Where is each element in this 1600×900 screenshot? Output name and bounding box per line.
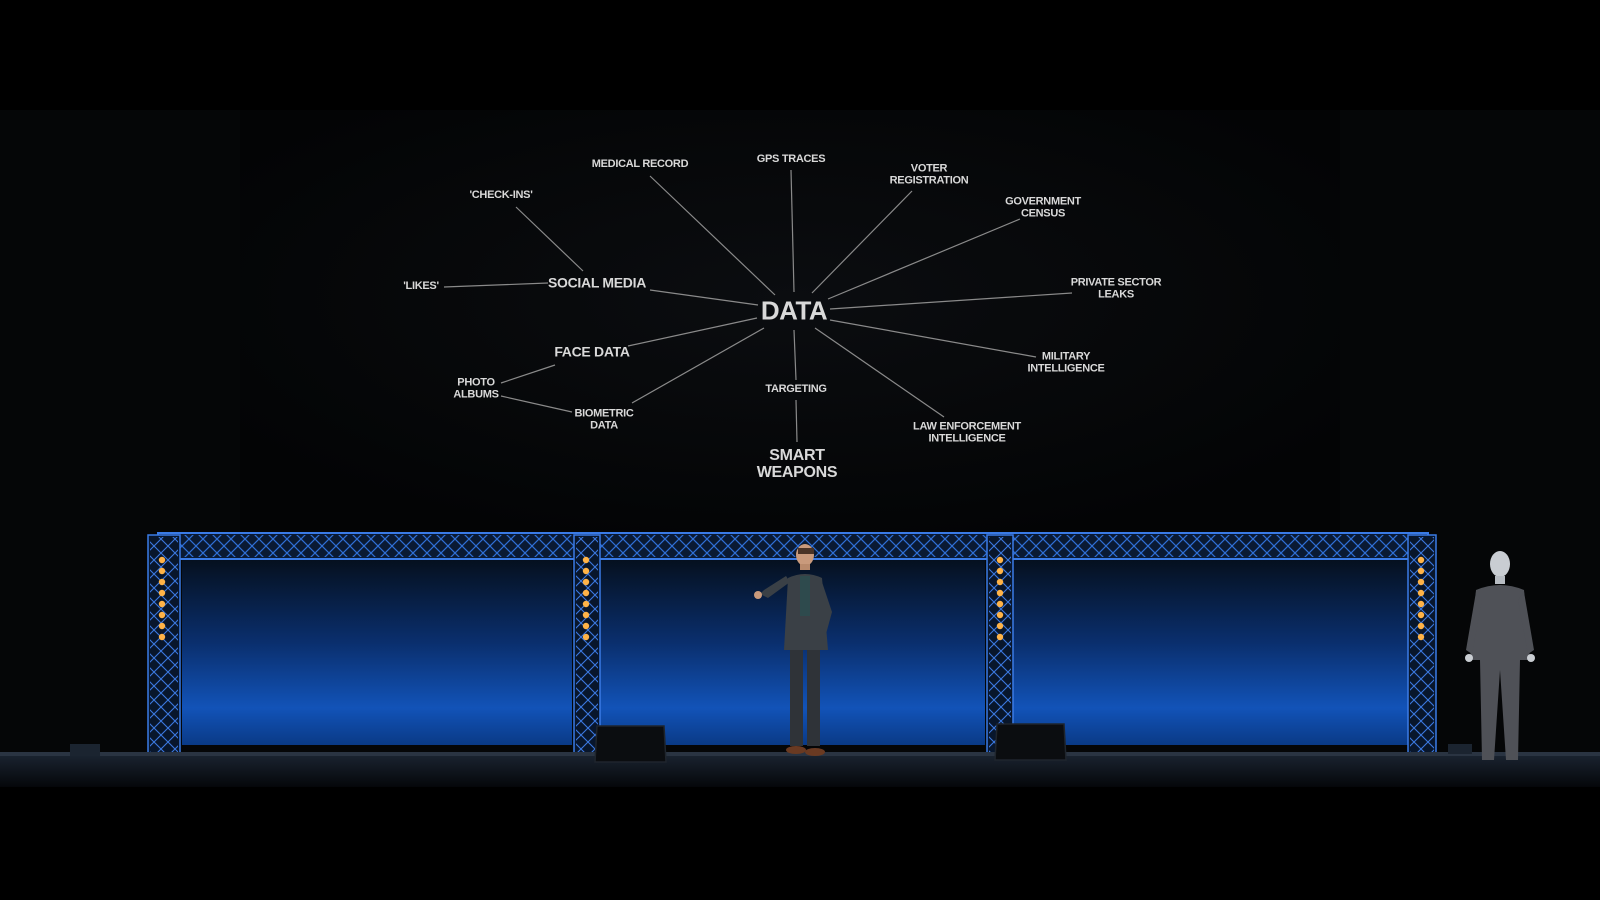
- stage-light-bulb: [158, 556, 166, 564]
- connector-social-checkins: [515, 206, 584, 272]
- connector-data-military: [829, 319, 1037, 358]
- stage-light-bulb: [996, 578, 1004, 586]
- stage-light-bulb: [1417, 600, 1425, 608]
- connector-targeting-smart: [795, 399, 798, 443]
- stage-light-bulb: [1417, 633, 1425, 641]
- stage-light-bulb: [1417, 611, 1425, 619]
- stage-light-bulb: [158, 622, 166, 630]
- stage-light-bulb: [996, 600, 1004, 608]
- mannequin: [1465, 551, 1535, 760]
- led-panel-left: [182, 560, 572, 745]
- stage-light-bulb: [158, 578, 166, 586]
- stage-light-bulb: [582, 633, 590, 641]
- stage-light-bulb: [158, 611, 166, 619]
- stage-light-bulb: [582, 589, 590, 597]
- connector-biometric-photo: [500, 395, 573, 413]
- floor-monitors: [594, 723, 1067, 763]
- stage-equipment: [70, 744, 1472, 756]
- stage-light-bulb: [1417, 578, 1425, 586]
- stage-light-bulb: [582, 611, 590, 619]
- connector-social-likes: [443, 282, 549, 288]
- connector-data-gps: [790, 169, 795, 293]
- stage-light-bulb: [996, 633, 1004, 641]
- connector-data-targeting: [793, 329, 797, 381]
- connector-data-face: [627, 317, 758, 347]
- stage-light-bulb: [582, 578, 590, 586]
- stage-light-bulb: [158, 589, 166, 597]
- stage-light-bulb: [582, 567, 590, 575]
- stage-light-bulb: [1417, 622, 1425, 630]
- connector-face-photo: [500, 364, 556, 384]
- stage-light-bulb: [1417, 567, 1425, 575]
- connector-data-private: [829, 292, 1073, 310]
- stage-light-bulb: [996, 567, 1004, 575]
- stage-light-bulb: [996, 556, 1004, 564]
- stage-light-bulb: [1417, 589, 1425, 597]
- stage-light-bulb: [996, 611, 1004, 619]
- stage-light-bulb: [582, 556, 590, 564]
- connector-data-census: [827, 218, 1021, 300]
- stage-light-bulb: [582, 600, 590, 608]
- projection-screen: [240, 110, 1340, 530]
- presenter: [754, 544, 832, 756]
- led-panel-right: [1013, 560, 1408, 745]
- stage-light-bulb: [1417, 556, 1425, 564]
- stage-floor: [0, 755, 1600, 787]
- diagram-connectors: [443, 169, 1073, 443]
- connector-data-law: [814, 327, 945, 418]
- stage-light-bulb: [582, 622, 590, 630]
- stage-light-bulb: [158, 633, 166, 641]
- stage-light-bulb: [996, 622, 1004, 630]
- stage-light-bulb: [158, 567, 166, 575]
- connector-data-social: [649, 289, 759, 306]
- stage-light-bulb: [158, 600, 166, 608]
- connector-data-medical: [649, 175, 776, 296]
- stage-light-bulb: [996, 589, 1004, 597]
- connector-data-voter: [811, 190, 913, 294]
- stage-lights: [158, 556, 1425, 641]
- connector-data-biometric: [631, 327, 765, 404]
